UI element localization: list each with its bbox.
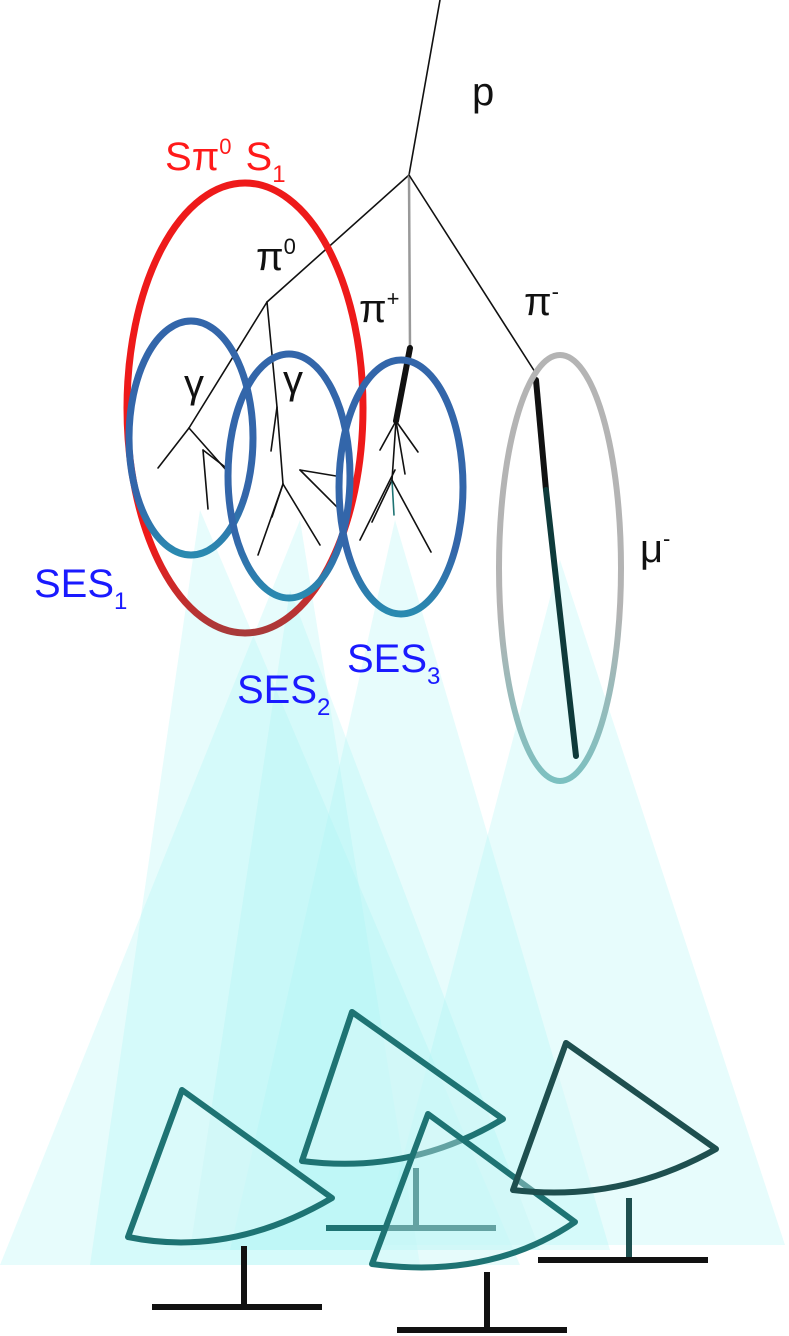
track-gamma2 — [266, 301, 284, 485]
light-cone-ses1 — [90, 510, 520, 1265]
label-muon: μ- — [640, 526, 670, 571]
label-pi0: π0 — [256, 234, 296, 279]
label-ses2: SES2 — [237, 668, 330, 721]
track-proton — [408, 0, 441, 176]
label-pi-plus: π+ — [359, 286, 399, 331]
telescope-3 — [369, 1111, 578, 1333]
telescope-1 — [125, 1087, 335, 1310]
muon-track — [533, 377, 579, 759]
label-ses1: SES1 — [34, 562, 127, 615]
ellipse-ses1 — [125, 317, 257, 559]
light-cone-ses3 — [230, 520, 610, 1250]
label-pi-minus: π- — [524, 279, 559, 324]
light-cone-muon — [380, 560, 785, 1245]
ellipse-ses2 — [224, 350, 354, 602]
track-pi-minus — [408, 174, 536, 373]
ellipse-spi0-s1 — [123, 179, 367, 637]
label-p: p — [472, 70, 494, 114]
label-gamma-1: γ — [184, 362, 204, 406]
ellipse-muon — [496, 352, 624, 784]
telescope-2 — [299, 1009, 506, 1231]
particle-tracks — [157, 0, 536, 556]
label-ses3: SES3 — [347, 637, 440, 690]
telescope-1-dish — [125, 1087, 335, 1246]
telescope-4 — [510, 1040, 719, 1263]
label-gamma-2: γ — [283, 358, 303, 402]
telescope-3-dish — [369, 1111, 578, 1271]
ellipse-ses3 — [335, 356, 467, 618]
track-pi-plus-thin — [407, 173, 412, 350]
telescopes — [125, 1009, 719, 1333]
telescope-4-dish — [510, 1040, 719, 1196]
track-gamma1 — [188, 301, 268, 429]
track-pi0 — [266, 174, 410, 303]
light-cone-extra — [0, 520, 420, 1265]
telescope-2-dish — [299, 1009, 506, 1167]
